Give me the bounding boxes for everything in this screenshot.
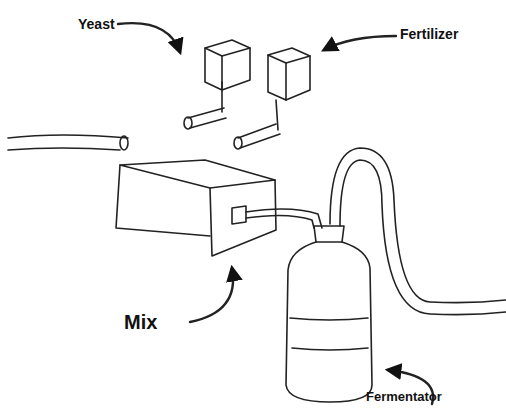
feed-tube	[246, 209, 322, 228]
callout-arrow	[324, 36, 396, 50]
inlet-pipe	[8, 148, 120, 150]
outlet-tube	[330, 148, 506, 303]
inlet-pipe-end	[120, 136, 128, 150]
outlet-tube	[340, 160, 506, 315]
fertilizer-container	[234, 48, 310, 149]
callout-arrow	[118, 23, 180, 52]
part-label: Fermentator	[366, 389, 442, 404]
feed-tube	[246, 215, 314, 228]
yeast-container	[184, 40, 250, 129]
part-label: Yeast	[78, 16, 115, 32]
part-label: Mix	[124, 311, 157, 334]
inlet-pipe	[8, 135, 128, 138]
part-label: Fertilizer	[400, 26, 458, 42]
callout-arrow	[190, 268, 233, 322]
fermentator-bottle	[286, 226, 372, 402]
mixing-box	[116, 160, 276, 256]
